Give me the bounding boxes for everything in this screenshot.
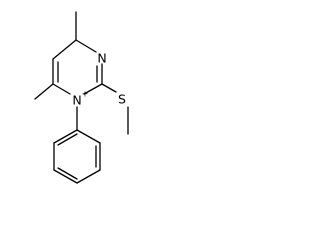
bond-ph-3-4 [76, 169, 101, 184]
charge-label-n1: + [82, 90, 89, 99]
molecule-structure: N N + S [34, 11, 129, 184]
bond-n1-c6 [52, 83, 71, 95]
bond-c5-c4 [52, 39, 77, 60]
atom-label-n3: N [97, 51, 106, 66]
bond-c4-n3 [75, 39, 97, 53]
atom-label-s: S [118, 92, 126, 107]
atom-label-n1: N [72, 93, 81, 108]
bond-c2-s [101, 83, 117, 93]
pyrimidinium-ring [52, 39, 103, 95]
bond-ph-1-2 [76, 129, 101, 144]
bond-c6-methyl [34, 83, 54, 100]
bond-ph-6-1 [53, 129, 78, 144]
bond-ph-6-1-inner [57, 133, 78, 146]
bond-ph-4-5 [53, 169, 78, 184]
phenyl-ring [53, 129, 101, 184]
bond-ph-4-5-inner [57, 167, 78, 180]
bond-c2-n1 [83, 83, 103, 95]
